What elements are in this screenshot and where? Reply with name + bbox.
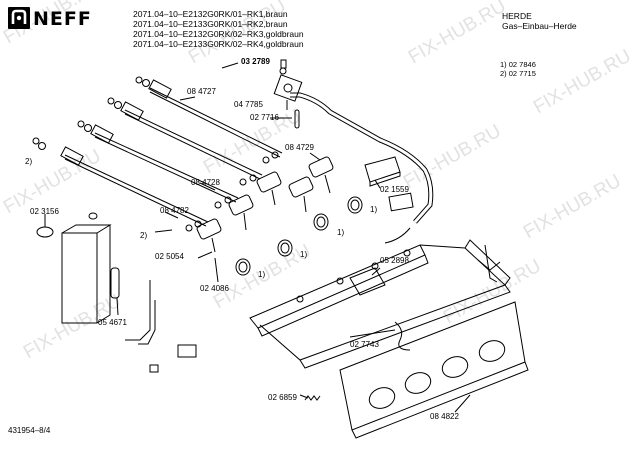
footnote: 2) 02 7715	[500, 69, 536, 78]
part-number: 08 4728	[191, 178, 220, 187]
part-number: 08 4822	[430, 412, 459, 421]
callout-1: 1)	[337, 228, 345, 237]
part-number: 04 7785	[234, 100, 263, 109]
part-number: 08 4727	[187, 87, 216, 96]
model-line: 2071.04–10–E2132G0RK/01–RK1,braun	[133, 9, 288, 19]
model-line: 2071.04–10–E2133G0RK/01–RK2,braun	[133, 19, 288, 29]
callout-1: 1)	[370, 205, 378, 214]
part-number: 02 7716	[250, 113, 279, 122]
part-number: 05 2898	[380, 256, 409, 265]
callout-2: 2)	[25, 157, 33, 166]
part-number: 02 4086	[200, 284, 229, 293]
model-line: 2071.04–10–E2132G0RK/02–RK3,goldbraun	[133, 29, 304, 39]
footnote: 1) 02 7846	[500, 60, 536, 69]
brand-name: NEFF	[33, 8, 92, 30]
brand-logo: NEFF	[8, 7, 91, 31]
part-number: 02 7743	[350, 340, 379, 349]
model-line: 2071.04–10–E2133G0RK/02–RK4,goldbraun	[133, 39, 304, 49]
part-number: 05 4671	[98, 318, 127, 327]
part-number: 08 4782	[160, 206, 189, 215]
callout-1: 1)	[258, 270, 266, 279]
part-number: 03 2789	[241, 57, 270, 66]
part-number: 02 3156	[30, 207, 59, 216]
category-title: HERDE	[502, 11, 532, 21]
part-number: 02 1559	[380, 185, 409, 194]
part-number: 08 4729	[285, 143, 314, 152]
document-id: 431954–8/4	[8, 426, 51, 435]
part-number: 02 5054	[155, 252, 184, 261]
part-number: 02 6859	[268, 393, 297, 402]
brand-mark-icon	[8, 7, 30, 29]
category-subtitle: Gas–Einbau–Herde	[502, 21, 577, 31]
callout-2: 2)	[140, 231, 148, 240]
callout-1: 1)	[300, 250, 308, 259]
